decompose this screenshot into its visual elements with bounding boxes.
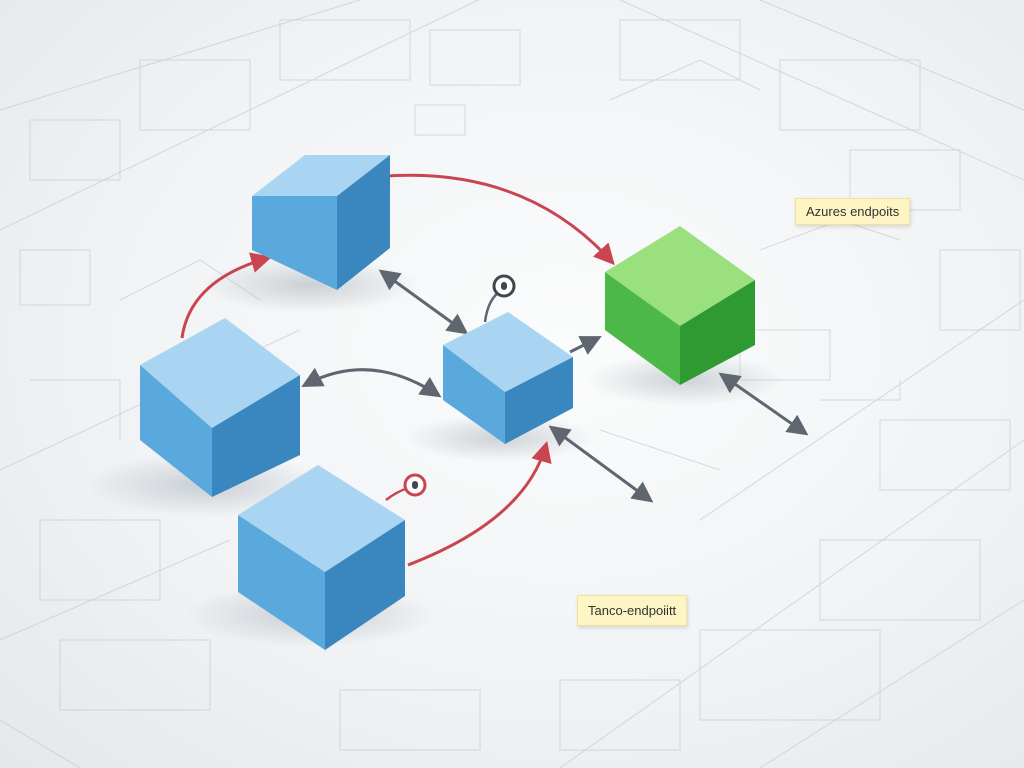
link-bottomleft-to-center bbox=[407, 440, 552, 567]
link-topleft-center bbox=[378, 269, 469, 335]
link-center-to-endpoint bbox=[569, 336, 602, 355]
link-midleft-center bbox=[301, 367, 442, 398]
tango-endpoint-note: Tanco-endpoiitt bbox=[577, 595, 688, 626]
link-midleft-to-topleft bbox=[180, 252, 273, 339]
node-top-left[interactable] bbox=[252, 155, 390, 290]
node-endpoint[interactable] bbox=[605, 226, 755, 385]
node-mid-left[interactable] bbox=[140, 318, 300, 497]
node-bottom-left[interactable] bbox=[238, 465, 405, 650]
link-center-outbound bbox=[548, 425, 654, 503]
pin-marker-top[interactable] bbox=[492, 274, 516, 298]
pin-marker-bottom[interactable] bbox=[403, 473, 427, 497]
azure-endpoints-label: Azures endpoits bbox=[806, 204, 900, 219]
link-topleft-to-endpoint bbox=[364, 173, 615, 266]
tango-endpoint-label: Tanco-endpoiitt bbox=[588, 603, 677, 618]
node-center[interactable] bbox=[443, 312, 573, 444]
link-endpoint-outbound bbox=[718, 372, 809, 436]
connectors bbox=[180, 173, 809, 567]
azure-endpoints-note: Azures endpoits bbox=[795, 198, 911, 225]
